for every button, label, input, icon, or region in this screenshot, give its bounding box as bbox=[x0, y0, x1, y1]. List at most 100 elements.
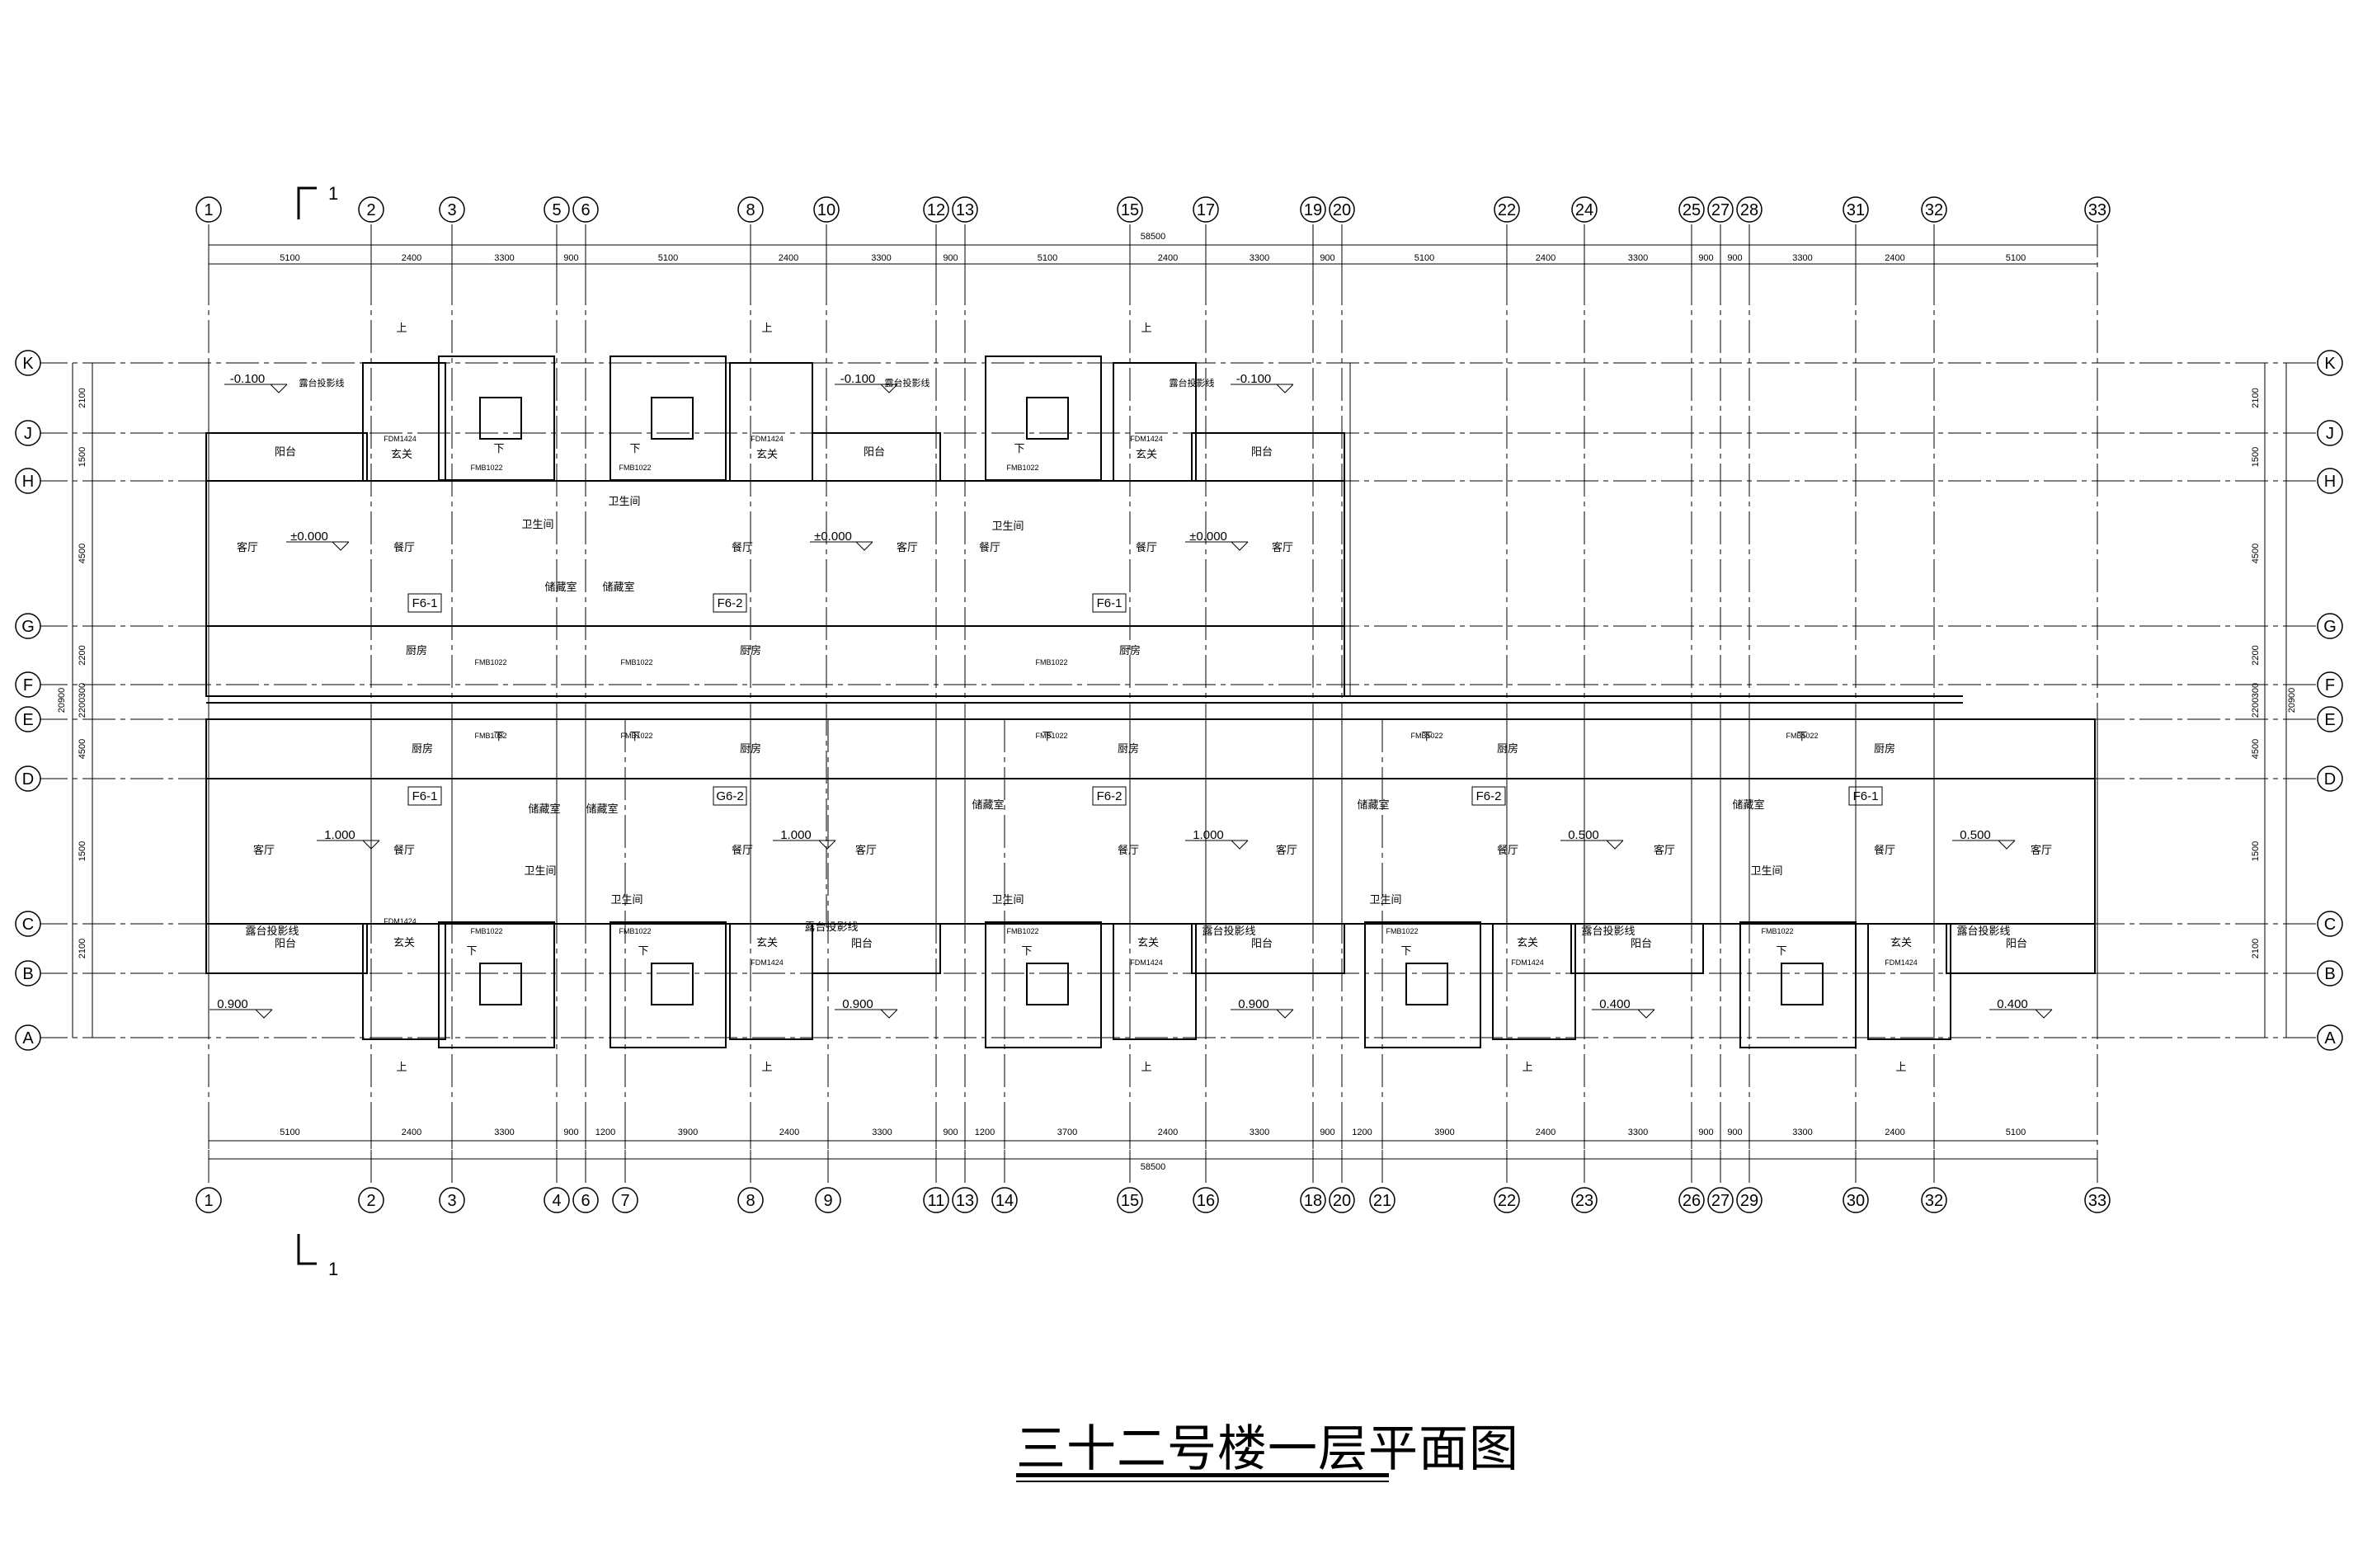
axis-top-15-circle bbox=[1117, 196, 1143, 223]
dim-top-8: 5100 bbox=[1038, 253, 1057, 263]
level-upper_floor-5: ±0.000 bbox=[1189, 530, 1227, 544]
door-fdm-upper-0: FDM1424 bbox=[384, 435, 417, 443]
level-mark-12 bbox=[880, 1009, 898, 1019]
axis-bottom-2: 2 bbox=[366, 1192, 375, 1210]
level-upper_floor-4: ±0.000 bbox=[814, 530, 852, 544]
axis-top-31-circle bbox=[1843, 196, 1869, 223]
room-lower-bath-33: 卫生间 bbox=[1369, 893, 1401, 906]
lower-stair-0 bbox=[438, 921, 555, 1048]
upper-stair-1 bbox=[610, 356, 727, 481]
dim-top-0: 5100 bbox=[280, 253, 299, 263]
axis-bottom-11-circle bbox=[923, 1187, 949, 1213]
dim-side-right-8: 2100 bbox=[2251, 939, 2261, 958]
level-mark-4 bbox=[855, 541, 873, 551]
axis-bottom-20: 20 bbox=[1333, 1192, 1351, 1210]
axis-bottom-16-circle bbox=[1193, 1187, 1219, 1213]
level-upper_terrace-1: -0.100 bbox=[840, 372, 876, 386]
dim-side-left-2: 4500 bbox=[78, 544, 87, 563]
room-lower-living-14: 客厅 bbox=[2031, 844, 2052, 856]
level-mark-2 bbox=[1276, 384, 1294, 393]
dim-bottom-19: 900 bbox=[1727, 1128, 1742, 1137]
axis-left-A-circle bbox=[15, 1024, 41, 1051]
axis-top-1-circle bbox=[195, 196, 222, 223]
door-fmb-lower-7: FMB1022 bbox=[1035, 732, 1067, 740]
unit-lower_3: F6-2 bbox=[1097, 789, 1123, 803]
room-upper-dining-1: 餐厅 bbox=[393, 541, 415, 553]
axis-right-K-circle bbox=[2317, 350, 2343, 376]
axis-top-12-circle bbox=[923, 196, 949, 223]
axis-right-J-circle bbox=[2317, 420, 2343, 446]
room-lower-storage-3: 储藏室 bbox=[586, 803, 618, 815]
dim-top-14: 3300 bbox=[1628, 253, 1648, 263]
room-lower-balcony-16: 阳台 bbox=[851, 937, 873, 949]
axis-right-D: D bbox=[2324, 770, 2336, 789]
axis-top-22: 22 bbox=[1498, 201, 1516, 219]
axis-bottom-14: 14 bbox=[995, 1192, 1014, 1210]
door-fmb-upper-2: FMB1022 bbox=[1006, 464, 1038, 472]
dim-side-right-3: 2200 bbox=[2251, 645, 2261, 665]
axis-bottom-14-circle bbox=[991, 1187, 1018, 1213]
axis-bottom-23: 23 bbox=[1575, 1192, 1593, 1210]
room-lower-down-37: 下 bbox=[1042, 730, 1052, 742]
dim-side-right-4: 300 bbox=[2251, 683, 2261, 698]
dim-side-right-2: 4500 bbox=[2251, 544, 2261, 563]
unit-lower_2: G6-2 bbox=[716, 789, 743, 803]
lower-kitchen-band bbox=[205, 718, 2096, 779]
upper-entry-3 bbox=[1113, 362, 1197, 482]
axis-top-32: 32 bbox=[1925, 201, 1943, 219]
door-fmb-lower-2: FMB1022 bbox=[1006, 927, 1038, 935]
axis-left-D-circle bbox=[15, 765, 41, 792]
room-lower-storage-12: 储藏室 bbox=[1732, 798, 1764, 811]
level-lower_floor_2-9: 0.500 bbox=[1568, 828, 1599, 842]
room-lower-entry-22: 玄关 bbox=[1137, 936, 1159, 949]
axis-top-17: 17 bbox=[1197, 201, 1215, 219]
dim-bottom-0: 5100 bbox=[280, 1128, 299, 1137]
room-upper-dining-8: 餐厅 bbox=[1136, 541, 1157, 553]
room-upper-entry-12: 玄关 bbox=[391, 448, 412, 460]
dim-side-right-5: 2200 bbox=[2251, 698, 2261, 718]
door-fdm-lower-3: FDM1424 bbox=[1511, 958, 1544, 967]
room-upper-balcony-10: 阳台 bbox=[864, 445, 885, 458]
room-lower-down-44: 下 bbox=[1776, 944, 1786, 957]
dim-side-left-3: 2200 bbox=[78, 645, 87, 665]
dim-bottom-13: 900 bbox=[1320, 1128, 1334, 1137]
door-fdm-lower-2: FDM1424 bbox=[1130, 958, 1163, 967]
door-fdm-upper-2: FDM1424 bbox=[1130, 435, 1163, 443]
axis-right-G: G bbox=[2323, 618, 2337, 636]
axis-left-D: D bbox=[22, 770, 34, 789]
dim-depth-right: 20900 bbox=[2287, 688, 2297, 713]
room-upper-balcony-9: 阳台 bbox=[275, 445, 296, 458]
axis-bottom-26: 26 bbox=[1683, 1192, 1701, 1210]
door-fdm-lower-4: FDM1424 bbox=[1885, 958, 1918, 967]
axis-right-A-circle bbox=[2317, 1024, 2343, 1051]
axis-bottom-11: 11 bbox=[928, 1192, 945, 1210]
dim-top-10: 3300 bbox=[1250, 253, 1269, 263]
level-lower_floor_1-8: 1.000 bbox=[1193, 828, 1224, 842]
terrace-line-upper-2: 露台投影线 bbox=[885, 377, 930, 388]
unit-lower_1: F6-1 bbox=[412, 789, 438, 803]
unit-box-upper_right bbox=[1092, 593, 1127, 613]
door-fmb-upper-0: FMB1022 bbox=[470, 464, 502, 472]
dim-overall-top-text: 58500 bbox=[1141, 232, 1166, 242]
title-underline-thin bbox=[1016, 1481, 1389, 1482]
axis-bottom-18-circle bbox=[1300, 1187, 1326, 1213]
level-lower_floor_1-6: 1.000 bbox=[324, 828, 355, 842]
dim-top-7: 900 bbox=[943, 253, 958, 263]
level-mark-10 bbox=[1998, 840, 2016, 850]
unit-upper_left: F6-1 bbox=[412, 596, 438, 610]
level-mark-8 bbox=[1231, 840, 1249, 850]
axis-bottom-26-circle bbox=[1678, 1187, 1705, 1213]
dim-bottom-3: 900 bbox=[563, 1128, 578, 1137]
room-upper-up-25: 上 bbox=[761, 322, 772, 334]
lower-stair-4 bbox=[1739, 921, 1857, 1048]
axis-bottom-3: 3 bbox=[447, 1192, 456, 1210]
room-lower-dining-10: 餐厅 bbox=[1497, 844, 1518, 856]
level-mark-14 bbox=[1637, 1009, 1655, 1019]
unit-upper_right: F6-1 bbox=[1097, 596, 1123, 610]
dim-bottom-10: 3700 bbox=[1057, 1128, 1077, 1137]
axis-bottom-18: 18 bbox=[1304, 1192, 1322, 1210]
door-fmb-lower-4: FMB1022 bbox=[1761, 927, 1793, 935]
room-lower-storage-9: 储藏室 bbox=[1357, 798, 1389, 811]
dim-bottom-6: 2400 bbox=[779, 1128, 799, 1137]
room-lower-down-36: 下 bbox=[629, 730, 640, 742]
